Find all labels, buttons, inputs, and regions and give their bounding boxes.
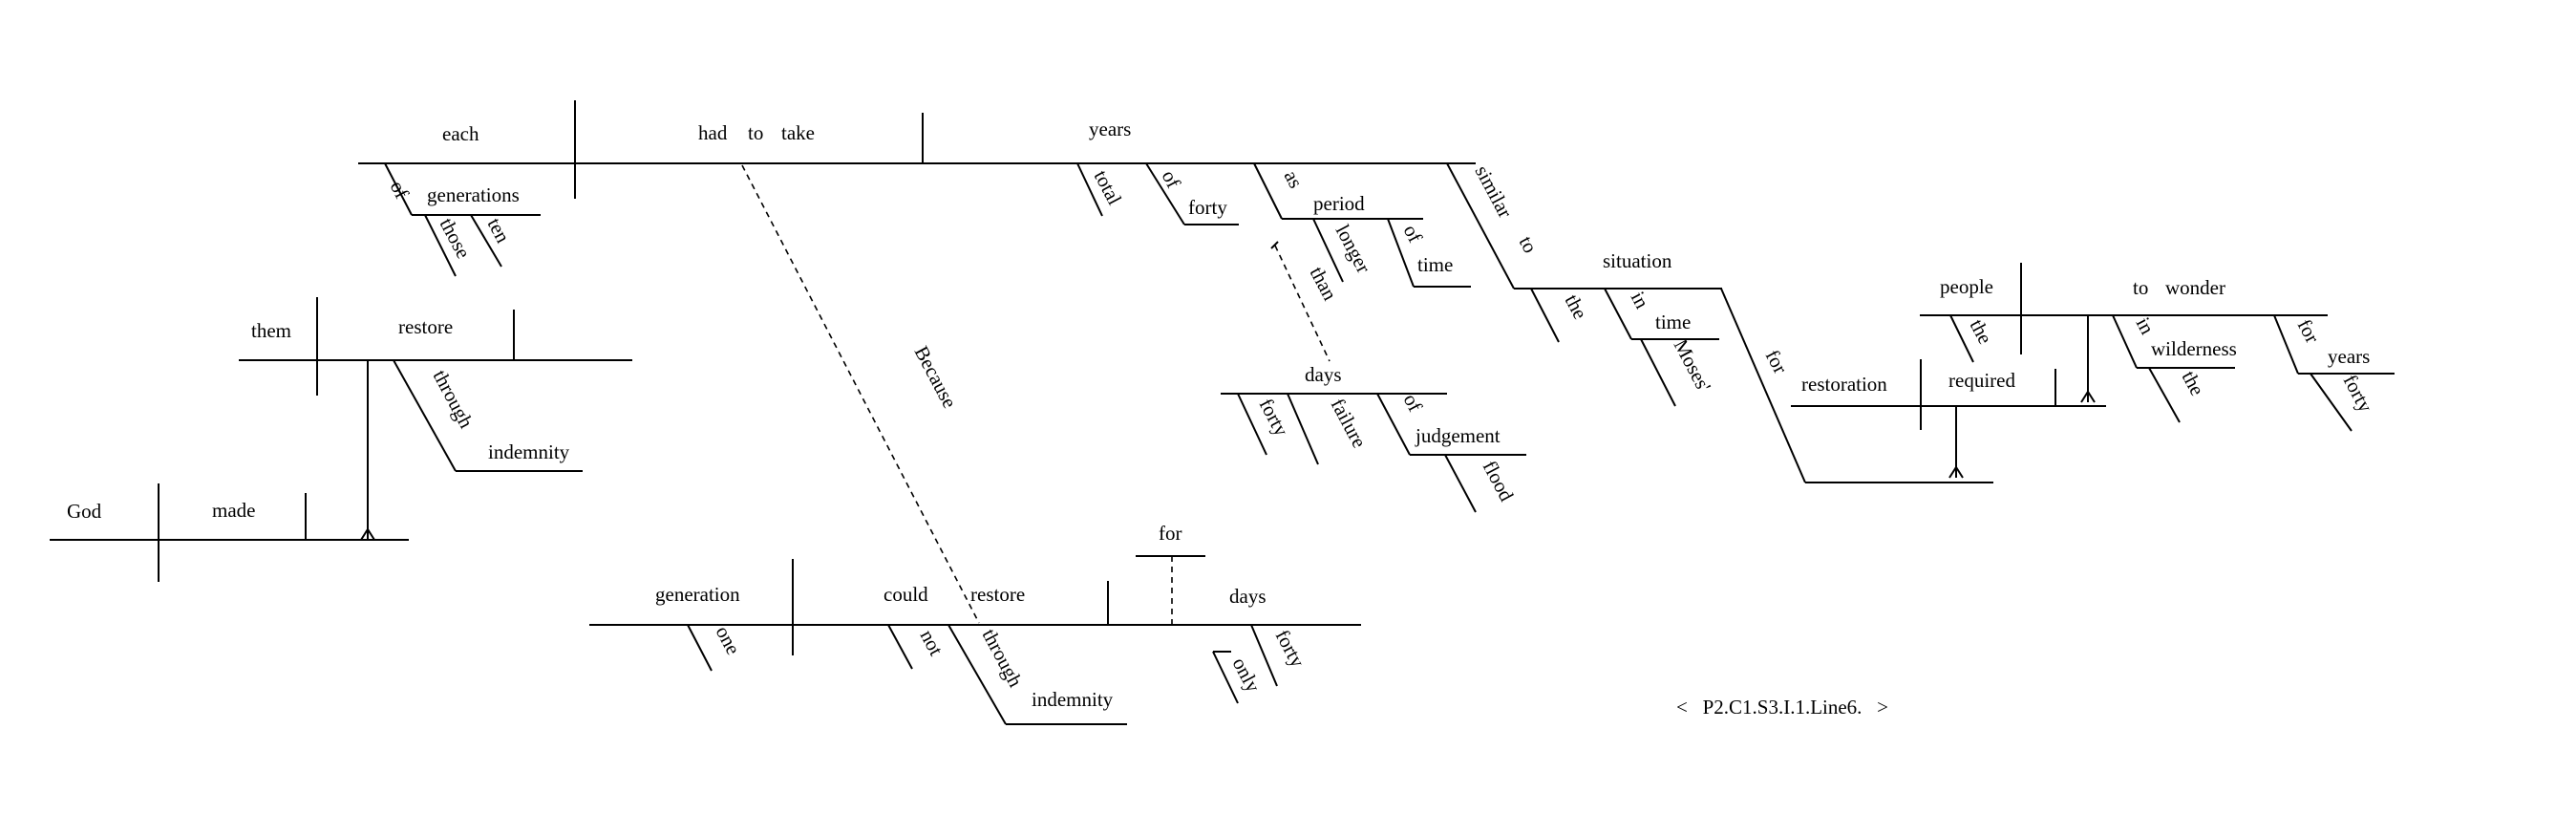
slant-one bbox=[687, 624, 713, 672]
word-for-1: for bbox=[1761, 346, 1793, 377]
slant-the-3 bbox=[2148, 367, 2181, 423]
word-for-3: for bbox=[1159, 522, 1182, 545]
word-for-2: for bbox=[2293, 315, 2325, 347]
slant-of bbox=[384, 162, 413, 216]
word-longer: longer bbox=[1331, 221, 1375, 277]
word-of-1: of bbox=[386, 177, 414, 203]
word-restore-1: restore bbox=[398, 315, 453, 338]
word-forty-4: forty bbox=[1271, 626, 1310, 672]
word-the-3: the bbox=[2178, 367, 2209, 399]
word-time-2: time bbox=[1655, 311, 1691, 333]
word-generation: generation bbox=[655, 583, 740, 606]
stilt-foot-required bbox=[1948, 465, 1964, 479]
word-them: them bbox=[251, 319, 291, 342]
dash-than bbox=[1274, 245, 1331, 362]
slant-for bbox=[1720, 288, 1806, 483]
stilt-foot-wonder bbox=[2080, 390, 2096, 403]
word-flood: flood bbox=[1479, 457, 1519, 505]
word-similar: similar bbox=[1471, 161, 1518, 222]
word-through-1: through bbox=[429, 366, 479, 432]
word-situation: situation bbox=[1603, 249, 1672, 272]
word-of-3: of bbox=[1399, 221, 1427, 247]
slant-only bbox=[1212, 651, 1239, 704]
word-wonder: wonder bbox=[2165, 276, 2225, 299]
word-days-1: days bbox=[1305, 363, 1342, 386]
reference-label: < P2.C1.S3.I.1.Line6. > bbox=[1676, 696, 1888, 718]
word-restore-2: restore bbox=[970, 583, 1025, 606]
word-indemnity-1: indemnity bbox=[488, 440, 570, 463]
slant-longer bbox=[1312, 218, 1344, 283]
word-failure: failure bbox=[1327, 395, 1372, 452]
word-god: God bbox=[67, 500, 102, 523]
slant-ten bbox=[470, 214, 502, 268]
god-clause: them restore through indemnity God made bbox=[50, 297, 632, 582]
slant-those bbox=[424, 214, 457, 277]
word-made: made bbox=[212, 499, 255, 522]
slant-not bbox=[887, 624, 913, 670]
word-wilderness: wilderness bbox=[2151, 337, 2237, 360]
word-forty-2: forty bbox=[1255, 395, 1294, 440]
than-tick bbox=[1270, 241, 1279, 249]
slant-of-judgement bbox=[1376, 393, 1411, 456]
word-time-1: time bbox=[1417, 253, 1453, 276]
word-in-1: in bbox=[1627, 288, 1654, 312]
slant-the-1 bbox=[1530, 288, 1560, 343]
word-the-1: the bbox=[1561, 290, 1592, 323]
word-forty-1: forty bbox=[1188, 196, 1227, 219]
word-not: not bbox=[916, 626, 948, 659]
word-period: period bbox=[1313, 192, 1365, 215]
slant-forty-4 bbox=[1250, 624, 1278, 687]
word-to: to bbox=[748, 121, 763, 144]
word-only: only bbox=[1228, 654, 1266, 697]
word-the-2: the bbox=[1966, 315, 1997, 348]
word-through-2: through bbox=[978, 625, 1028, 691]
main-clause: each had to take years of generations th… bbox=[358, 100, 1806, 513]
word-judgement: judgement bbox=[1415, 424, 1501, 447]
word-each: each bbox=[442, 122, 479, 145]
word-indemnity-2: indemnity bbox=[1032, 688, 1114, 711]
word-days-2: days bbox=[1229, 585, 1267, 608]
slant-through-2 bbox=[947, 624, 1007, 725]
slant-moses bbox=[1640, 338, 1676, 407]
word-those: those bbox=[436, 214, 476, 262]
word-forty-3: forty bbox=[2339, 371, 2378, 417]
slant-of-forty bbox=[1145, 162, 1185, 225]
word-one: one bbox=[712, 622, 745, 658]
slant-flood bbox=[1444, 454, 1477, 513]
slant-through-1 bbox=[393, 359, 457, 472]
slant-forty-3 bbox=[2310, 373, 2352, 432]
word-people: people bbox=[1940, 275, 1993, 298]
word-to-2: to bbox=[1515, 232, 1543, 257]
word-restoration: restoration bbox=[1801, 373, 1887, 396]
stilt-foot-them-restore bbox=[360, 527, 375, 541]
word-to-3: to bbox=[2133, 276, 2148, 299]
word-years: years bbox=[1089, 118, 1131, 140]
word-could: could bbox=[884, 583, 928, 606]
slant-failure bbox=[1287, 393, 1319, 465]
word-moses: Moses' bbox=[1670, 335, 1716, 396]
slant-forty-2 bbox=[1237, 393, 1267, 456]
word-years-2: years bbox=[2328, 345, 2370, 368]
word-required: required bbox=[1948, 369, 2015, 392]
because-clause: Because generation could restore days on… bbox=[589, 164, 1361, 725]
word-because: Because bbox=[910, 342, 962, 412]
word-generations: generations bbox=[427, 183, 520, 206]
slant-total bbox=[1076, 162, 1103, 217]
slant-for-years bbox=[2273, 314, 2299, 375]
word-as: as bbox=[1280, 166, 1308, 192]
word-take: take bbox=[781, 121, 815, 144]
slant-in-time bbox=[1604, 288, 1632, 340]
word-in-2: in bbox=[2132, 313, 2160, 338]
slant-as bbox=[1253, 162, 1283, 220]
dash-because bbox=[741, 164, 980, 624]
slant-of-time bbox=[1387, 218, 1415, 288]
slant-the-2 bbox=[1949, 314, 1974, 363]
slant-similar-to bbox=[1446, 162, 1515, 290]
restoration-clause: restoration required people to wonder th… bbox=[1791, 263, 2395, 483]
slant-in-wilderness bbox=[2112, 314, 2138, 369]
word-had: had bbox=[698, 121, 728, 144]
